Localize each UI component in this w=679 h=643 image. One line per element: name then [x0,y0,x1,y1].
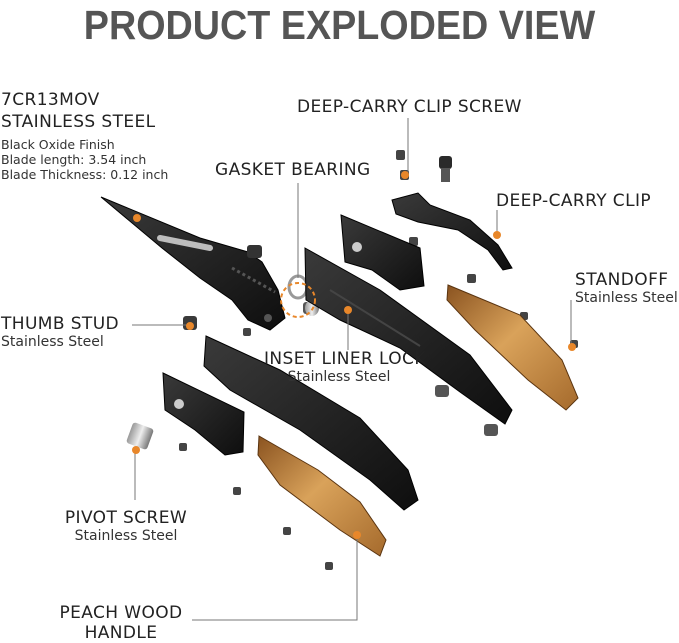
inset-liner-lock [304,247,513,425]
thumb-stud-label: THUMB STUD [1,314,120,334]
pivot-screw-material: Stainless Steel [74,528,178,544]
blade [100,196,286,331]
steel-grade: 7CR13MOV [1,90,100,110]
handle-label-1: PEACH WOOD [59,603,183,623]
lower-liner [203,335,419,511]
wood-handle-right [446,284,579,411]
leader-lines [132,118,572,621]
lower-back-plate [162,372,245,456]
thumb-stud-material: Stainless Steel [1,334,104,350]
blade-thickness: Blade Thickness: 0.12 inch [1,167,169,182]
gasket-label: GASKET BEARING [215,160,371,180]
clip-label: DEEP-CARRY CLIP [496,191,652,211]
blade-length: Blade length: 3.54 inch [1,152,147,167]
steel-type: STAINLESS STEEL [1,112,156,132]
pivot-screw [126,422,154,450]
deep-carry-clip [391,192,513,271]
liner-lock-label: INSET LINER LOCK [264,349,426,369]
gasket-highlight [280,282,316,318]
page-title: PRODUCT EXPLODED VIEW [83,2,596,48]
highlight-dots [132,171,576,539]
clip-screw-label: DEEP-CARRY CLIP SCREW [297,97,522,117]
pivot-screw-label: PIVOT SCREW [64,508,188,528]
wood-handle-left [257,435,387,557]
liner-lock-material: Stainless Steel [287,369,391,385]
back-liner-plate [340,214,425,291]
standoff-label: STANDOFF [575,270,669,290]
clip-screws [396,150,476,283]
blade-finish: Black Oxide Finish [1,137,115,152]
standoff-material: Stainless Steel [575,290,678,306]
handle-label-2: HANDLE [84,623,158,643]
